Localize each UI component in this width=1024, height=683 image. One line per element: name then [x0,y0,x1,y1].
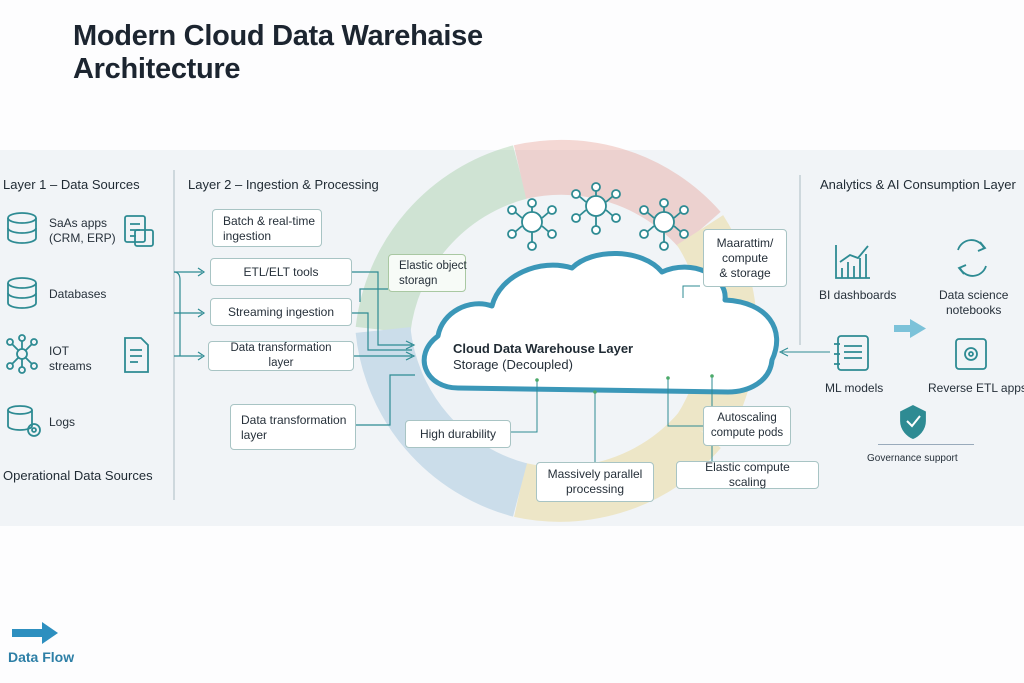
autoscaling-box: Autoscaling compute pods [703,406,791,446]
elastic-compute-box: Elastic compute scaling [676,460,819,489]
layer1-header: Layer 1 – Data Sources [3,177,140,192]
ml-models-label: ML models [825,381,884,395]
node-cluster-icon [571,182,621,235]
source-logs-label: Logs [49,415,76,429]
high-durability-box: High durability [405,420,511,448]
governance-divider [878,444,974,445]
layer2-header: Layer 2 – Ingestion & Processing [188,177,379,192]
elastic-object-storage-box: Elastic object storagn [388,254,467,292]
file-icon [124,337,149,373]
batch-ingestion-box: Batch & real-time ingestion [212,209,322,247]
analytics-arrow-icon [894,319,926,338]
reverse-etl-label: Reverse ETL apps [928,381,1024,395]
source-iot-label: IOT streams [49,344,92,373]
legend-data-flow-label: Data Flow [8,649,75,665]
cloud-subtitle: Storage (Decoupled) [453,357,573,372]
cloud-title: Cloud Data Warehouse Layer [453,341,634,356]
analytics-header: Analytics & AI Consumption Layer [820,177,1016,192]
shield-check-icon [900,404,926,439]
bi-dashboards-label: BI dashboards [819,288,897,302]
database-icon [7,212,37,244]
node-cluster-icon [507,198,557,251]
refresh-icon [957,239,987,277]
notebook-icon [834,335,869,371]
data-transformation-box: Data transformation layer [208,341,354,371]
bar-chart-icon [835,245,870,279]
data-flow-arrow-icon [12,622,58,644]
data-science-label: Data science notebooks [939,288,1009,317]
cloud-shape [421,251,780,395]
network-icon [6,334,38,374]
source-databases-label: Databases [49,287,107,301]
database-gear-icon [7,405,41,437]
governance-label: Governance support [867,453,958,464]
document-icon [124,215,154,247]
page-title: Modern Cloud Data Warehaise Architecture [73,20,483,85]
integration-icon [955,338,987,370]
etl-tools-box: ETL/ELT tools [210,258,352,286]
layer1-footer: Operational Data Sources [3,468,153,483]
data-transformation-layer-box: Data transformation layer [230,404,356,450]
massively-parallel-box: Massively parallel processing [536,462,654,502]
database-icon [7,277,37,309]
source-saas-label: SaAs apps (CRM, ERP) [49,216,116,245]
maarattim-box: Maarattim/ compute & storage [703,229,787,287]
streaming-ingestion-box: Streaming ingestion [210,298,352,326]
node-cluster-icon [639,198,689,251]
compute-node-icons [507,182,689,251]
